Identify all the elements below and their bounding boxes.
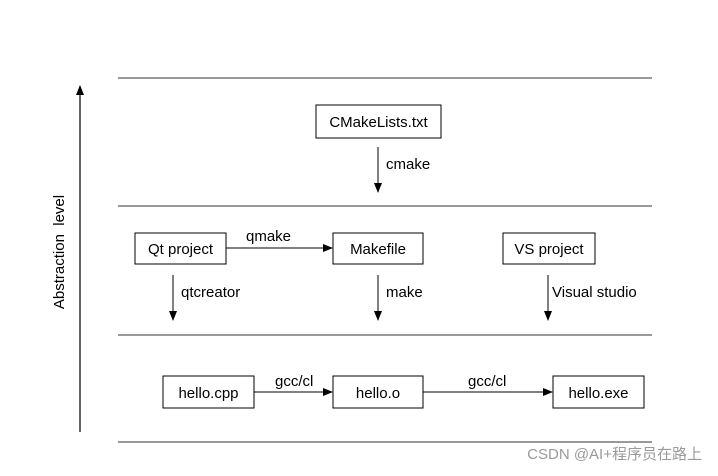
node-hello-o-box [332,375,424,409]
node-hello-exe-label: hello.exe [568,385,628,402]
node-hello-o-label: hello.o [356,385,400,402]
node-cmakelists-box [315,104,442,139]
edge-qmake-label: qmake [246,228,291,245]
edge-make-label: make [386,284,423,301]
edge-cmake-label: cmake [386,156,430,173]
watermark-text: CSDN @AI+程序员在路上 [527,446,702,463]
edge-gcc-cl-1-label: gcc/cl [275,373,313,390]
node-hello-exe-box [552,375,645,409]
node-makefile-label: Makefile [350,241,406,258]
node-qt-project-label: Qt project [148,241,214,258]
edge-visual-studio-label: Visual studio [552,284,637,301]
edge-qtcreator-label: qtcreator [181,284,240,301]
abstraction-axis-label: Abstraction level [51,195,68,309]
node-vs-project-label: VS project [514,241,584,258]
edge-gcc-cl-2-label: gcc/cl [468,373,506,390]
node-vs-project-box [502,232,596,265]
node-hello-cpp-box [162,375,255,409]
node-cmakelists-label: CMakeLists.txt [329,114,428,131]
node-hello-cpp-label: hello.cpp [178,385,238,402]
node-makefile-box [332,232,424,265]
